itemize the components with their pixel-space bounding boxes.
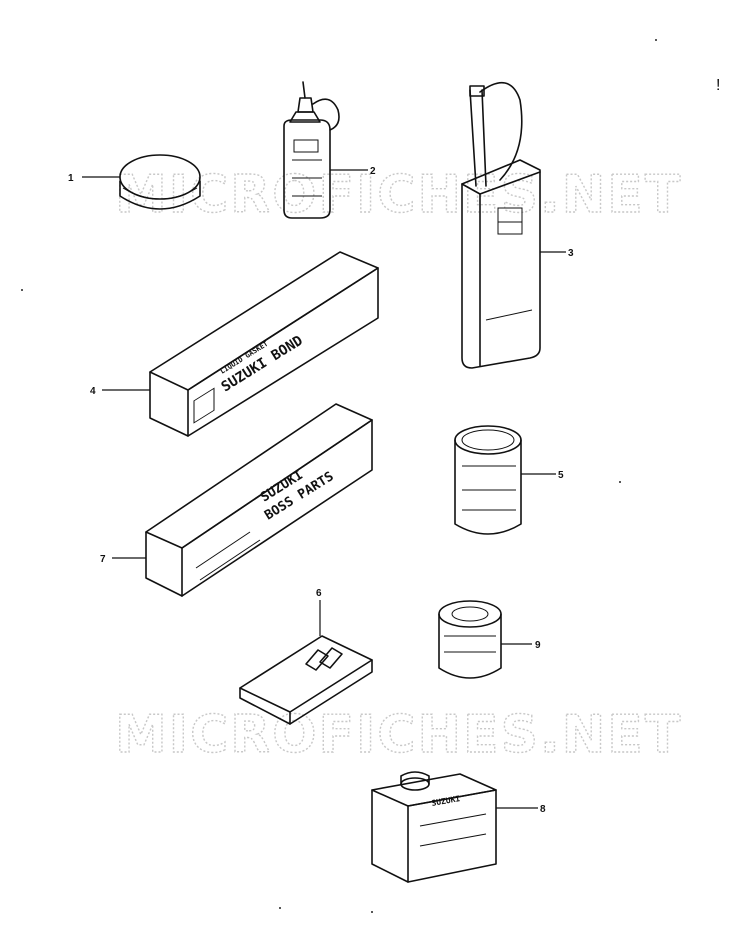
- square-can-label: SUZUKI: [431, 794, 461, 808]
- part-6-flat-case: [239, 635, 373, 725]
- part-9-tin: [438, 600, 502, 679]
- callout-8: 8: [540, 804, 546, 815]
- scan-specks: [21, 39, 657, 913]
- callout-6: 6: [316, 588, 322, 599]
- callout-9: 9: [535, 640, 541, 651]
- watermark-top: MICROFICHES.NET: [115, 165, 682, 225]
- part-4-bond-box: SUZUKI BOND LIQUID GASKET: [149, 251, 379, 437]
- part-5-can: [454, 425, 522, 535]
- watermark-bottom: MICROFICHES.NET: [115, 705, 682, 765]
- callout-3: 3: [568, 248, 574, 259]
- callout-1: 1: [68, 173, 74, 184]
- part-3-oil-can: [461, 82, 541, 369]
- part-8-square-can: SUZUKI: [371, 771, 497, 883]
- part-2-oil-bottle: [283, 81, 340, 219]
- stray-mark: !: [716, 77, 720, 94]
- callout-7: 7: [100, 554, 106, 565]
- callout-4: 4: [90, 386, 96, 397]
- callout-5: 5: [558, 470, 564, 481]
- callout-2: 2: [370, 166, 376, 177]
